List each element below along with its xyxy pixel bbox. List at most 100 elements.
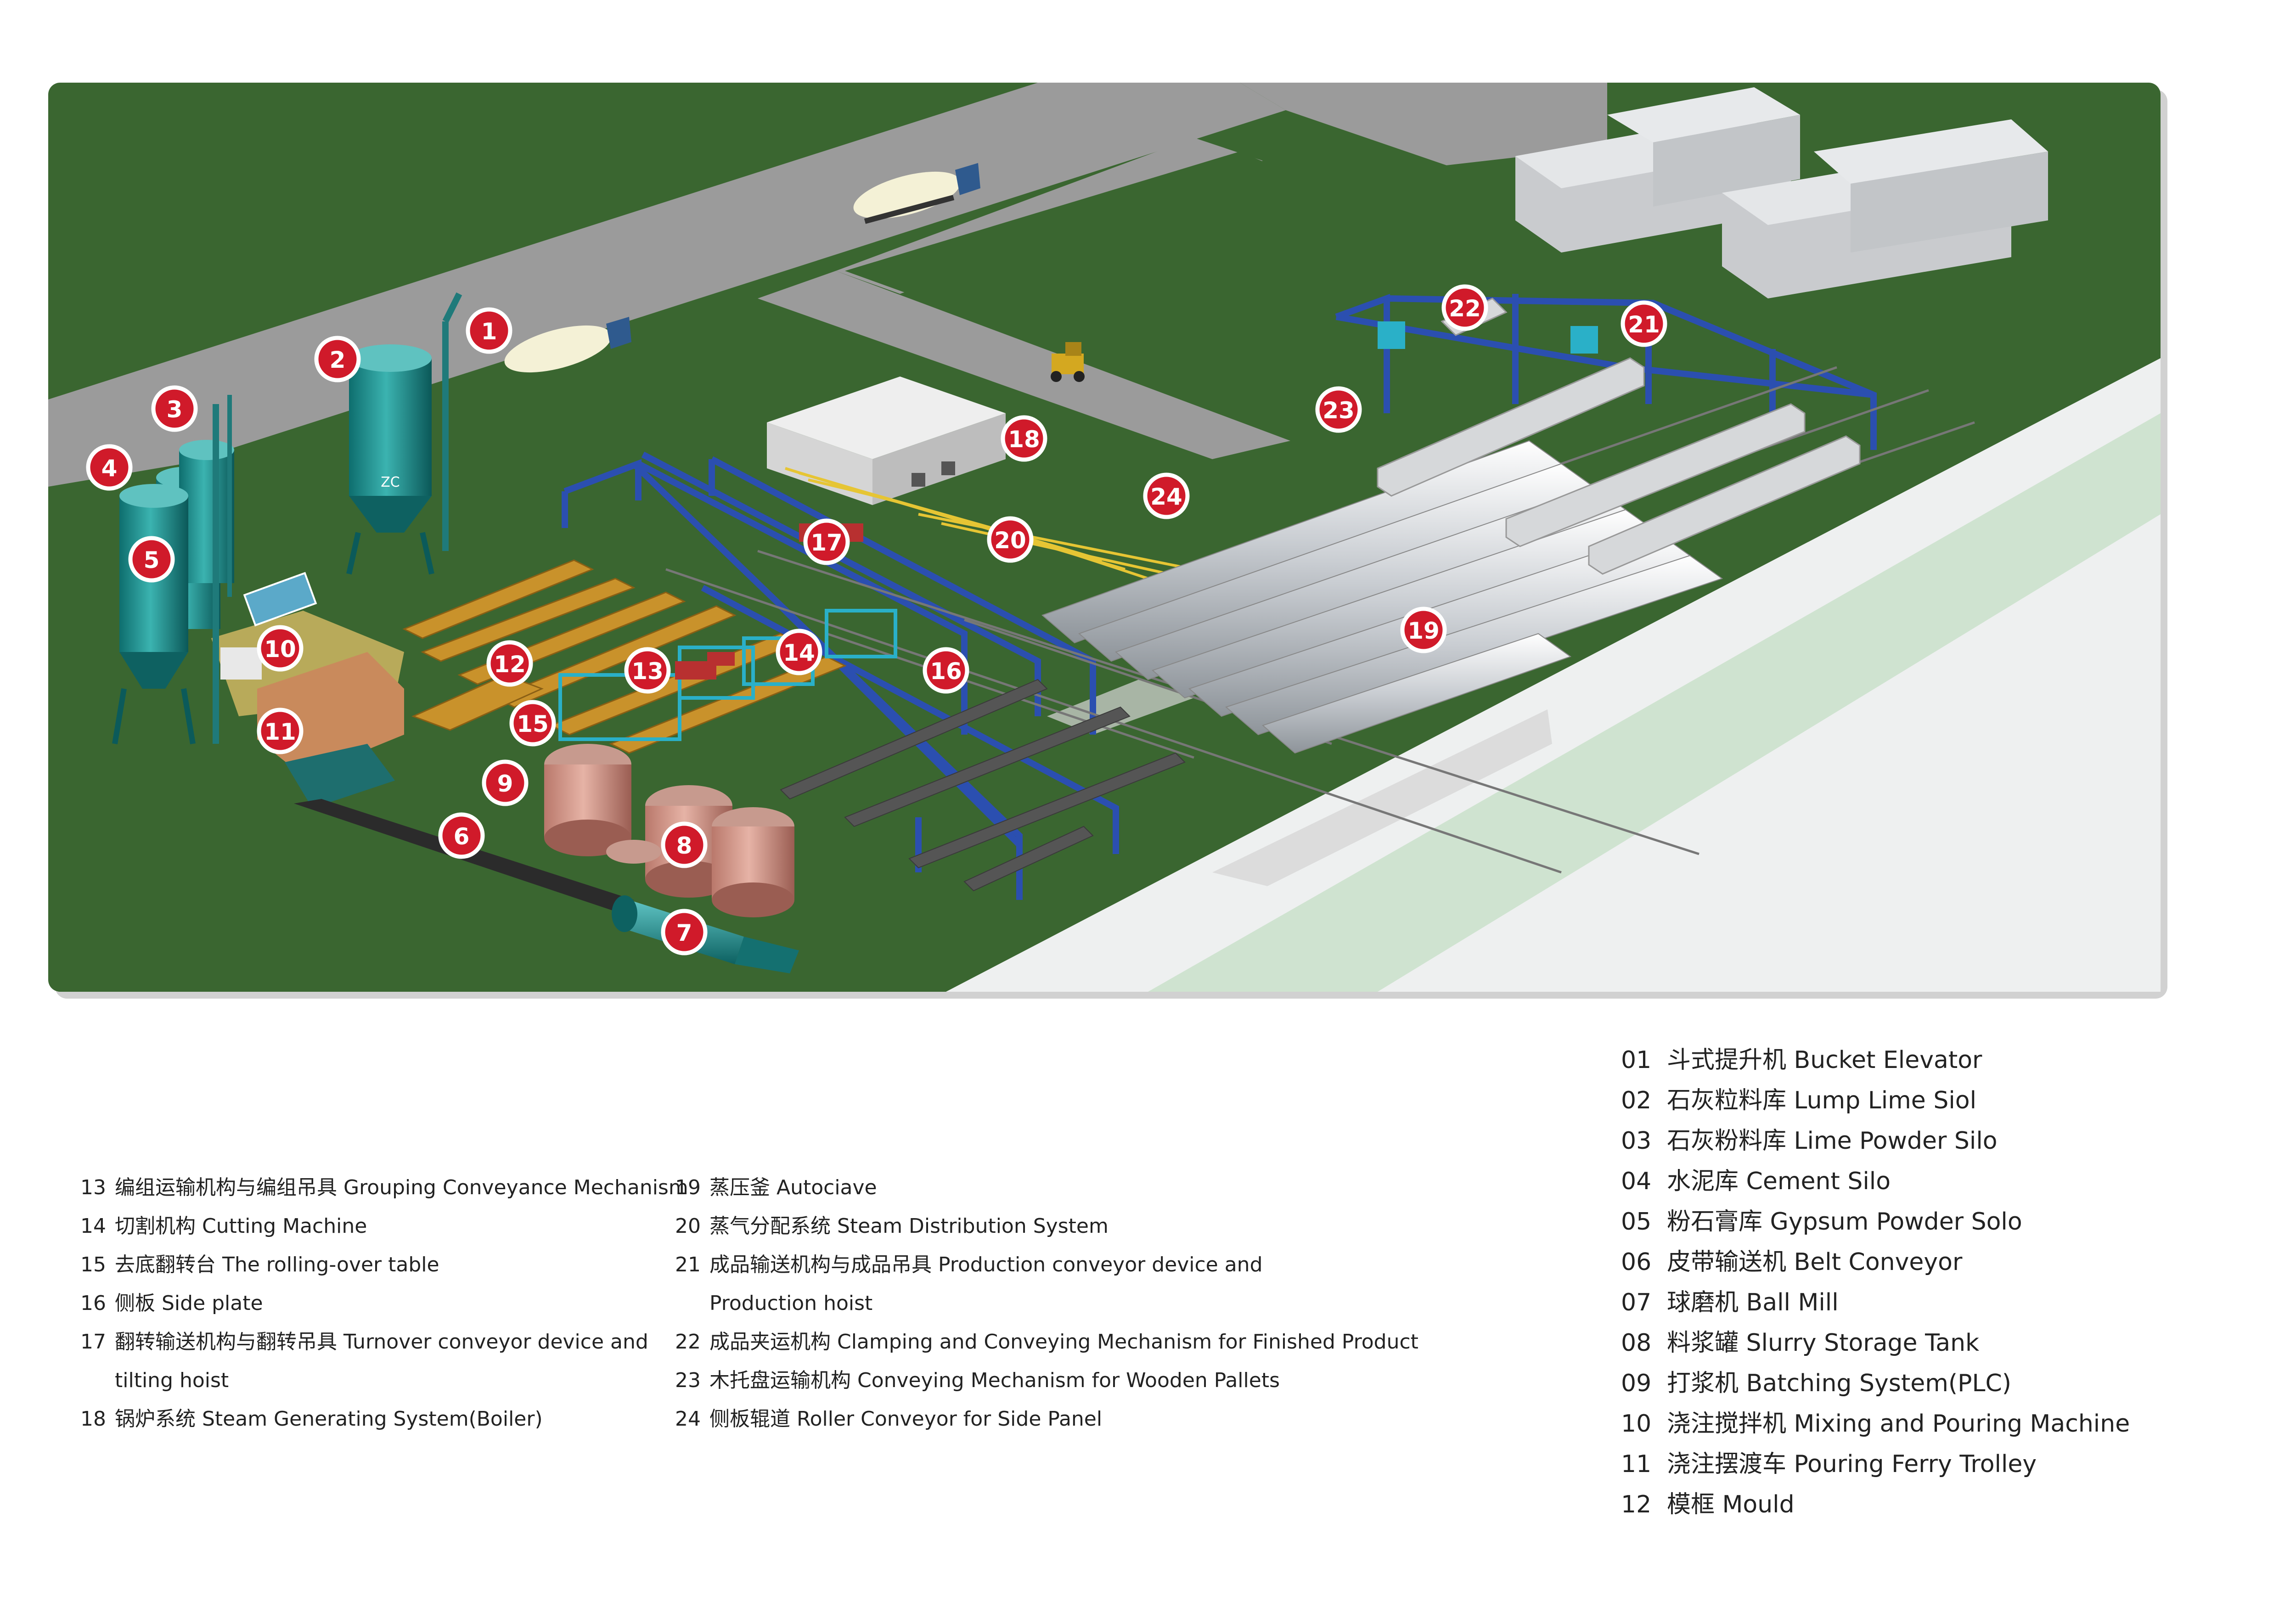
legend-item-24: 24 侧板辊道 Roller Conveyor for Side Panel	[675, 1400, 1418, 1438]
legend-text: 蒸压釜 Autociave	[709, 1176, 877, 1199]
legend-item-19: 19 蒸压釜 Autociave	[675, 1169, 1418, 1207]
legend-item-01: 01 斗式提升机 Bucket Elevator	[1621, 1040, 2130, 1080]
pouring-base	[285, 744, 395, 808]
finished-product-cranes	[1378, 321, 1598, 354]
marker-24: 24	[1143, 472, 1190, 519]
marker-number: 15	[517, 711, 549, 737]
marker-number: 7	[676, 920, 692, 946]
legend-text: 石灰粒料库 Lump Lime Siol	[1667, 1087, 1977, 1114]
marker-circle	[923, 647, 969, 694]
side-plate-stacks	[780, 679, 1186, 892]
marker-number: 13	[631, 658, 664, 685]
marker-circle	[1400, 607, 1447, 653]
boiler-house	[767, 376, 1006, 505]
marker-16: 16	[923, 647, 969, 694]
plant-layout-illustration: ZC	[48, 83, 2167, 999]
marker-number: 11	[264, 719, 296, 745]
truck-left	[504, 317, 631, 373]
marker-circle	[1441, 284, 1488, 331]
loader-vehicle	[1051, 342, 1085, 382]
marker-number: 4	[101, 455, 118, 482]
legend-number: 10	[1621, 1410, 1652, 1438]
legend-column-13-18: 13 编组运输机构与编组吊具 Grouping Conveyance Mecha…	[80, 1169, 688, 1438]
marker-circle	[987, 516, 1034, 563]
legend-item-17: 17 翻转输送机构与翻转吊具 Turnover conveyor device …	[80, 1323, 688, 1361]
marker-circle	[661, 821, 708, 868]
legend-text: 皮带输送机 Belt Conveyor	[1667, 1248, 1963, 1276]
legend-item-02: 02 石灰粒料库 Lump Lime Siol	[1621, 1080, 2130, 1121]
road-right	[1240, 83, 1607, 165]
legend-number: 12	[1621, 1491, 1652, 1518]
legend-number: 04	[1621, 1168, 1652, 1195]
marker-10: 10	[257, 625, 304, 672]
marker-19: 19	[1400, 607, 1447, 653]
legend-number: 23	[675, 1369, 701, 1392]
legend-text: 打浆机 Batching System(PLC)	[1667, 1370, 2012, 1397]
marker-5: 5	[128, 536, 175, 583]
legend-item-07: 07 球磨机 Ball Mill	[1621, 1282, 2130, 1323]
legend-number: 15	[80, 1253, 106, 1276]
marker-circle	[776, 629, 822, 675]
legend-number: 07	[1621, 1289, 1652, 1316]
legend-number: 11	[1621, 1450, 1652, 1478]
grey-slab	[1212, 709, 1552, 886]
marker-number: 22	[1449, 295, 1481, 322]
marker-8: 8	[661, 821, 708, 868]
marker-6: 6	[438, 812, 485, 859]
silos: ZC	[112, 292, 462, 744]
legend-text: 水泥库 Cement Silo	[1667, 1168, 1891, 1195]
marker-9: 9	[482, 759, 529, 806]
legend-text: 浇注摆渡车 Pouring Ferry Trolley	[1667, 1450, 2037, 1478]
legend-number: 08	[1621, 1329, 1652, 1357]
legend-number: 22	[675, 1330, 701, 1354]
marker-circle	[1143, 472, 1190, 519]
legend-number: 19	[675, 1176, 701, 1199]
legend-number: 13	[80, 1176, 106, 1199]
legend-item-18: 18 锅炉系统 Steam Generating System(Boiler)	[80, 1400, 688, 1438]
legend-text: 木托盘运输机构 Conveying Mechanism for Wooden P…	[709, 1369, 1280, 1392]
legend-item-05: 05 粉石膏库 Gypsum Powder Solo	[1621, 1202, 2130, 1242]
marker-circle	[1315, 386, 1362, 433]
marker-number: 16	[930, 658, 962, 685]
legend-text: 切割机构 Cutting Machine	[115, 1214, 367, 1238]
legend-item-22: 22 成品夹运机构 Clamping and Conveying Mechani…	[675, 1323, 1418, 1361]
marker-number: 14	[783, 640, 815, 666]
marker-number: 1	[481, 318, 497, 345]
marker-number: 9	[497, 770, 513, 797]
marker-4: 4	[86, 444, 133, 491]
marker-17: 17	[803, 518, 850, 565]
legend-text: 侧板 Side plate	[115, 1292, 263, 1315]
marker-circle	[486, 640, 533, 687]
marker-number: 17	[810, 529, 843, 556]
steam-pipes	[785, 467, 1272, 598]
legend-item-09: 09 打浆机 Batching System(PLC)	[1621, 1363, 2130, 1404]
legend-column-01-12: 01 斗式提升机 Bucket Elevator 02 石灰粒料库 Lump L…	[1621, 1040, 2130, 1525]
legend-item-21: 21 成品输送机构与成品吊具 Production conveyor devic…	[675, 1246, 1418, 1284]
marker-number: 23	[1322, 397, 1355, 424]
legend-item-13: 13 编组运输机构与编组吊具 Grouping Conveyance Mecha…	[80, 1169, 688, 1207]
marker-7: 7	[661, 909, 708, 955]
legend-number: 05	[1621, 1208, 1652, 1236]
legend-text: 编组运输机构与编组吊具 Grouping Conveyance Mechanis…	[115, 1176, 688, 1199]
marker-number: 24	[1150, 483, 1182, 510]
legend-text: 锅炉系统 Steam Generating System(Boiler)	[115, 1407, 543, 1431]
paved-area	[946, 83, 2161, 992]
marker-circle	[128, 536, 175, 583]
marker-number: 6	[454, 823, 470, 850]
warehouse-buildings	[1515, 87, 2048, 298]
marker-14: 14	[776, 629, 822, 675]
legend-item-03: 03 石灰粉料库 Lime Powder Silo	[1621, 1121, 2130, 1161]
legend-text: 料浆罐 Slurry Storage Tank	[1667, 1329, 1980, 1357]
legend-text: 成品输送机构与成品吊具 Production conveyor device a…	[709, 1253, 1263, 1276]
marker-23: 23	[1315, 386, 1362, 433]
marker-21: 21	[1621, 300, 1667, 347]
marker-circle	[509, 700, 556, 747]
marker-number: 12	[494, 651, 526, 678]
autoclaves	[1041, 440, 1723, 754]
legend-item-08: 08 料浆罐 Slurry Storage Tank	[1621, 1323, 2130, 1363]
marker-15: 15	[509, 700, 556, 747]
legend-text: Production hoist	[709, 1292, 873, 1315]
truck-top	[853, 163, 980, 224]
legend-text: 侧板辊道 Roller Conveyor for Side Panel	[709, 1407, 1103, 1431]
legend-text: 球磨机 Ball Mill	[1667, 1289, 1839, 1316]
